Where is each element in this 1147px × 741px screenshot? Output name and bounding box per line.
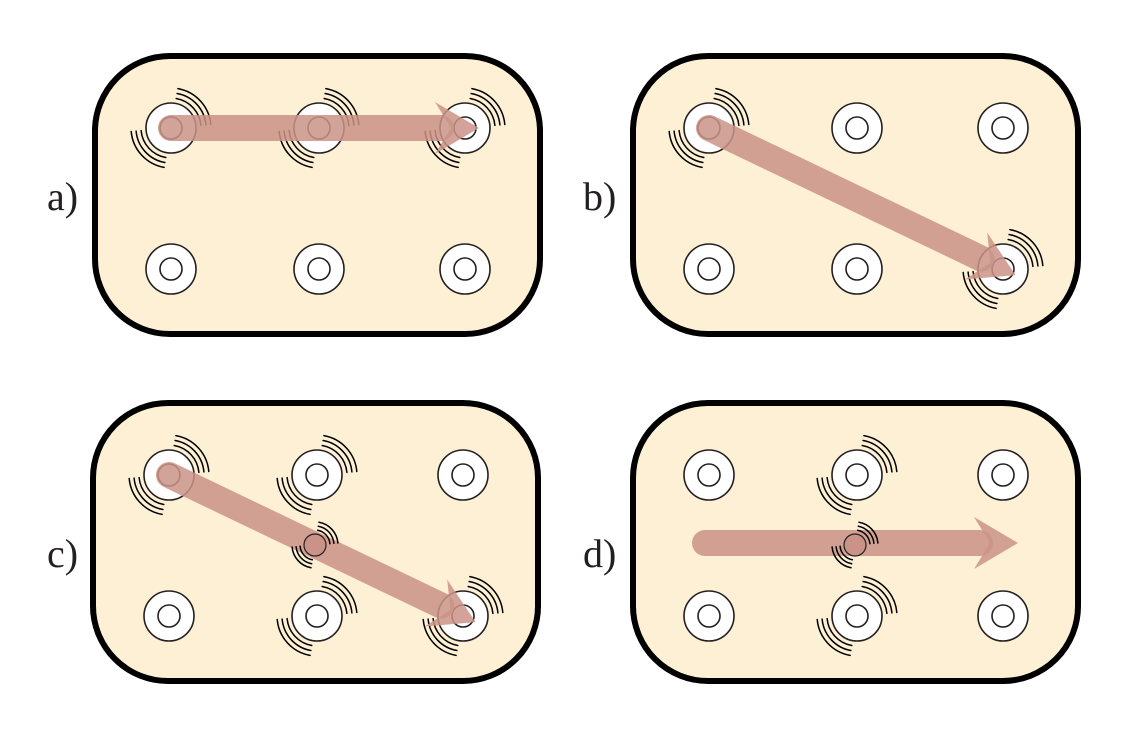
vibration-pad	[831, 243, 883, 295]
vibration-waves-icon	[816, 434, 898, 516]
vibration-pad	[683, 449, 735, 501]
panel-label: c)	[47, 531, 78, 576]
vibration-pad	[439, 243, 491, 295]
phantom-vibration-icon	[831, 521, 879, 569]
panel-b: b)	[583, 53, 1081, 337]
vibration-pad	[816, 434, 898, 516]
vibration-pad	[683, 590, 735, 642]
vibration-pad	[437, 449, 489, 501]
panel-label: d)	[583, 531, 616, 576]
vibration-waves-icon	[276, 434, 358, 516]
phantom-vibration-icon	[291, 521, 339, 569]
vibration-waves-icon	[668, 87, 750, 169]
vibration-waves-icon	[128, 434, 210, 516]
panel-label: a)	[47, 174, 78, 219]
panel-c: c)	[47, 400, 541, 684]
vibration-pad	[276, 575, 358, 657]
vibration-pad	[977, 449, 1029, 501]
vibration-pad	[293, 243, 345, 295]
panel-label: b)	[583, 174, 616, 219]
phantom-sensation	[291, 521, 339, 569]
motion-arrow	[696, 115, 1016, 280]
vibration-waves-icon	[816, 575, 898, 657]
phantom-sensation	[831, 521, 879, 569]
vibration-pad	[831, 102, 883, 154]
vibration-waves-icon	[276, 575, 358, 657]
vibration-pad	[276, 434, 358, 516]
panel-d: d)	[583, 400, 1081, 684]
panel-a: a)	[47, 53, 543, 337]
vibration-pad	[816, 575, 898, 657]
vibration-pad	[143, 590, 195, 642]
panels-layer: a) b) c) d)	[47, 53, 1081, 684]
motion-arrow	[692, 517, 1018, 569]
vibration-pad	[977, 102, 1029, 154]
motion-arrow	[158, 102, 479, 154]
vibration-pad	[145, 243, 197, 295]
vibration-pad	[977, 590, 1029, 642]
vibration-pad	[683, 243, 735, 295]
